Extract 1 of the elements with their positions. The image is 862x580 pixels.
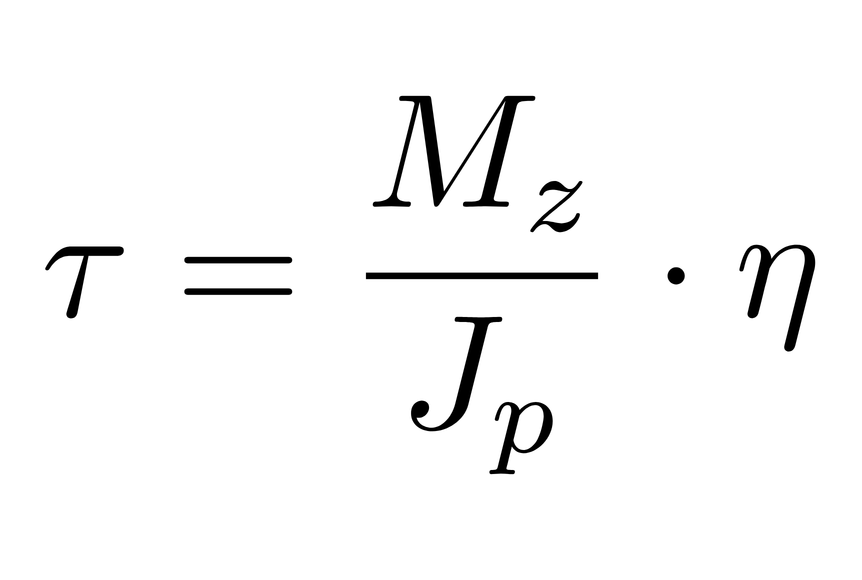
formula: $\tau = \frac{M_{z}}{J_{p}} \cdot \eta$: [45, 96, 816, 474]
